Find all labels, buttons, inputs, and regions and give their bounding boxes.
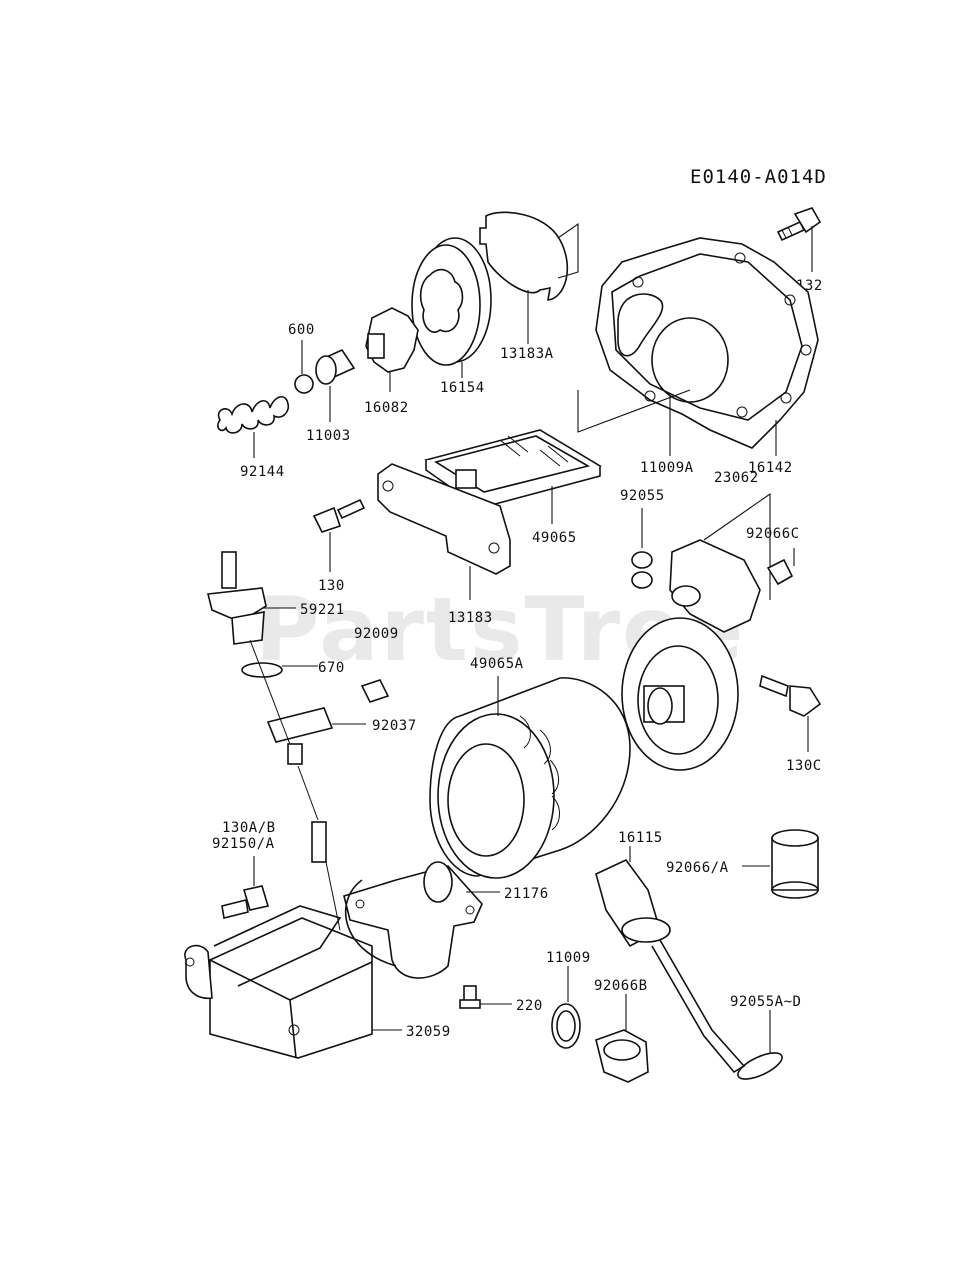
part-130AB-bolt[interactable] [221, 856, 270, 919]
part-220-screw[interactable] [459, 985, 512, 1009]
part-32059-bracket[interactable] [184, 905, 402, 1059]
part-13183-plate[interactable] [377, 463, 511, 600]
label-92066C: 92066C [746, 526, 800, 542]
part-92144-spring[interactable] [217, 396, 290, 458]
label-130C: 130C [786, 758, 822, 774]
part-92055AD-o-ring[interactable] [734, 1010, 785, 1084]
label-11003: 11003 [306, 428, 351, 444]
part-11009A-gasket[interactable] [577, 389, 691, 456]
label-16142: 16142 [748, 460, 793, 476]
part-130C-bolt[interactable] [621, 617, 822, 771]
wire-lead [249, 639, 341, 931]
label-92144: 92144 [240, 464, 285, 480]
part-16154-outer-rotor[interactable] [411, 237, 492, 378]
part-49065A-oil-filter[interactable] [429, 676, 631, 879]
label-92009: 92009 [354, 626, 399, 642]
part-16115-dipstick[interactable] [595, 846, 746, 1074]
label-21176: 21176 [504, 886, 549, 902]
diagram-code: E0140-A014D [690, 166, 827, 188]
label-13183: 13183 [448, 610, 493, 626]
part-21176-switch[interactable] [343, 861, 500, 979]
label-13183A: 13183A [500, 346, 554, 362]
part-23062-filter-base[interactable] [669, 492, 794, 633]
part-600-ball[interactable] [294, 340, 314, 394]
part-92066A-cap[interactable] [742, 829, 819, 899]
part-16082-inner-rotor[interactable] [365, 307, 419, 392]
label-32059: 32059 [406, 1024, 451, 1040]
part-132-bolt[interactable] [776, 207, 822, 272]
part-16142-pump-cover[interactable] [595, 237, 819, 456]
part-130-bolt[interactable] [312, 498, 366, 572]
part-92066B-plug[interactable] [595, 994, 649, 1083]
label-16082: 16082 [364, 400, 409, 416]
part-92037-clamp[interactable] [266, 679, 390, 743]
label-92055AD: 92055A~D [730, 994, 801, 1010]
label-92055: 92055 [620, 488, 665, 504]
label-11009: 11009 [546, 950, 591, 966]
label-23062: 23062 [714, 470, 759, 486]
label-92066B: 92066B [594, 978, 648, 994]
label-16115: 16115 [618, 830, 663, 846]
label-130: 130 [318, 578, 345, 594]
part-59221-oil-sensor[interactable] [207, 551, 296, 645]
label-92066A: 92066/A [666, 860, 729, 876]
label-59221: 59221 [300, 602, 345, 618]
label-220: 220 [516, 998, 543, 1014]
label-92150A: 92150/A [212, 836, 275, 852]
part-92055-o-ring[interactable] [631, 508, 653, 589]
part-670-o-ring[interactable] [241, 662, 318, 678]
label-92037: 92037 [372, 718, 417, 734]
label-600: 600 [288, 322, 315, 338]
label-11009A: 11009A [640, 460, 694, 476]
label-130AB: 130A/B [222, 820, 276, 836]
part-11009-washer[interactable] [551, 966, 581, 1049]
label-49065A: 49065A [470, 656, 524, 672]
label-670: 670 [318, 660, 345, 676]
label-49065: 49065 [532, 530, 577, 546]
part-13183A-plate[interactable] [479, 211, 579, 344]
label-16154: 16154 [440, 380, 485, 396]
part-11003-collar[interactable] [315, 348, 356, 422]
